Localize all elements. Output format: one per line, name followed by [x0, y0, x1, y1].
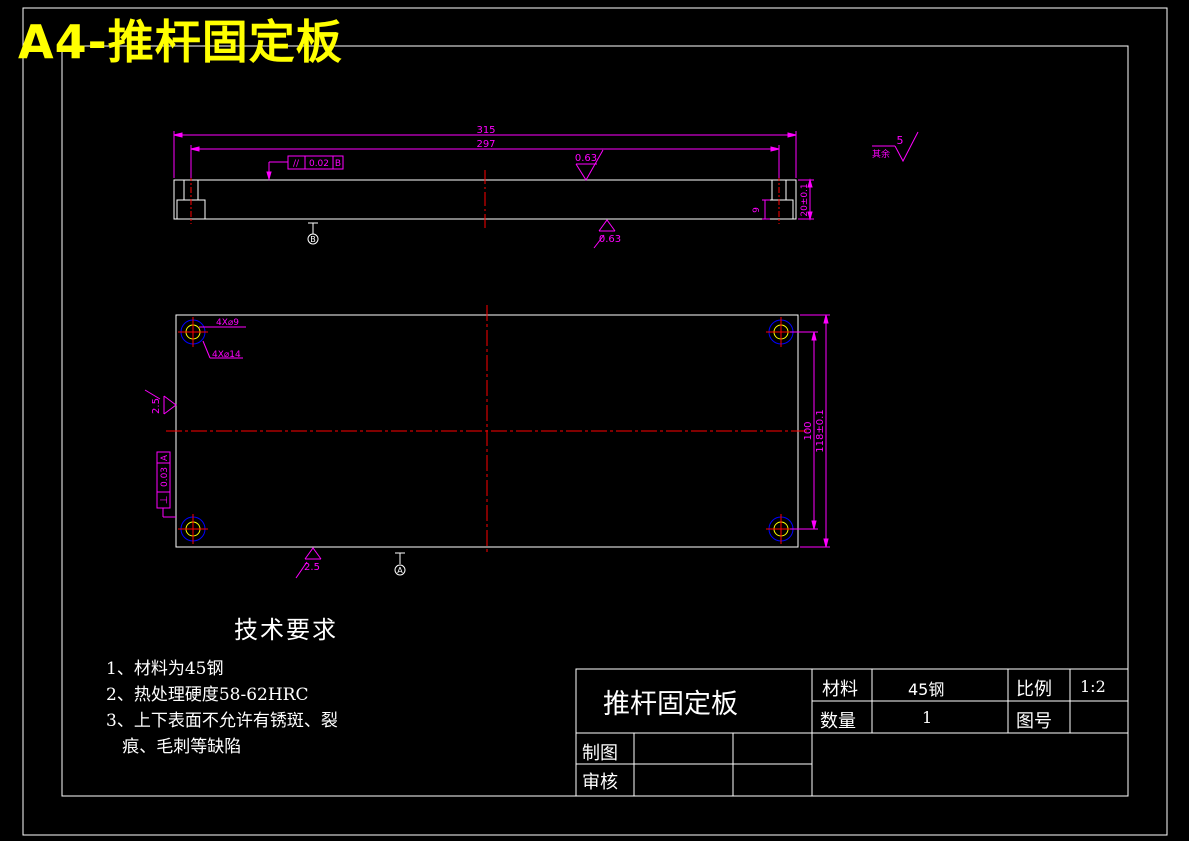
right-counterbore-section [764, 175, 794, 224]
perp-symbol: ⊥ [159, 496, 170, 505]
roughness-top-value: 0.63 [575, 153, 597, 164]
dimension-315 [173, 131, 797, 178]
roughness-rest-label: 其余 [872, 148, 890, 160]
tech-requirement-1: 1、材料为45钢 [106, 659, 224, 679]
perp-datum: A [160, 454, 170, 461]
perp-value: 0.03 [160, 467, 170, 487]
roughness-symbol-bottom [593, 219, 616, 249]
flatness-frame [266, 155, 344, 181]
outer-sheet-border [22, 7, 1168, 836]
title-block-drawing-no-label: 图号 [1016, 711, 1052, 732]
datum-b-label: B [310, 235, 316, 244]
roughness-symbol-top [575, 149, 604, 181]
hole-callout-small: 4X⌀9 [216, 318, 239, 328]
dim-text-depth: 9 [752, 207, 762, 213]
dimension-297 [190, 145, 780, 178]
title-block-material-value: 45钢 [908, 680, 945, 699]
sheet-title: A4-推杆固定板 [18, 15, 343, 69]
datum-b-symbol [307, 222, 319, 245]
roughness-side-value: 2.5 [151, 398, 162, 414]
title-block-grid [575, 668, 1129, 797]
roughness-rest-value: 5 [897, 134, 904, 147]
dim-text-118: 118±0.1 [815, 409, 826, 452]
title-block-checked-label: 审核 [582, 772, 618, 793]
tech-requirement-2: 2、热处理硬度58-62HRC [106, 685, 309, 705]
datum-a-symbol [394, 552, 406, 576]
title-block-quantity-label: 数量 [820, 711, 856, 732]
dim-text-thickness: 20±0.1 [800, 183, 810, 216]
flatness-symbol: // [293, 159, 300, 169]
dimension-thickness [798, 178, 814, 221]
title-block-drawn-label: 制图 [582, 743, 618, 764]
roughness-side-symbol [144, 389, 177, 415]
title-block-material-label: 材料 [822, 679, 858, 700]
tech-requirement-3-cont: 痕、毛刺等缺陷 [106, 737, 242, 757]
title-block-quantity-value: 1 [922, 708, 933, 727]
roughness-plan-value: 2.5 [304, 562, 320, 573]
flatness-value: 0.02 [309, 159, 329, 169]
datum-a-label: A [397, 566, 403, 575]
hole-callout-leaders [199, 326, 246, 359]
tech-requirement-3: 3、上下表面不允许有锈斑、裂 [106, 711, 338, 731]
dimension-118 [800, 314, 830, 548]
roughness-plan-symbol [295, 547, 322, 579]
dim-text-297: 297 [476, 139, 495, 150]
flatness-datum: B [335, 159, 341, 169]
title-block-part-name: 推杆固定板 [603, 689, 738, 720]
hole-top-left [178, 317, 208, 347]
left-counterbore-section [176, 175, 206, 224]
roughness-rest-symbol [872, 131, 919, 163]
tech-requirements-heading: 技术要求 [234, 616, 338, 644]
dimension-counterbore-depth [762, 199, 770, 220]
dim-text-315: 315 [476, 125, 495, 136]
roughness-bottom-value: 0.63 [599, 234, 621, 245]
hole-callout-large: 4X⌀14 [212, 350, 241, 360]
dim-text-100: 100 [803, 421, 814, 440]
hole-bottom-left [178, 514, 208, 544]
front-view: 315 297 // 0.02 B 0.63 [173, 125, 919, 249]
title-block-scale-value: 1:2 [1080, 677, 1106, 696]
plan-view: 4X⌀9 4X⌀14 2.5 A 0.03 ⊥ 2.5 [144, 305, 830, 579]
dimension-100 [790, 331, 818, 530]
perpendicularity-frame [156, 451, 176, 518]
title-block-scale-label: 比例 [1016, 679, 1052, 700]
